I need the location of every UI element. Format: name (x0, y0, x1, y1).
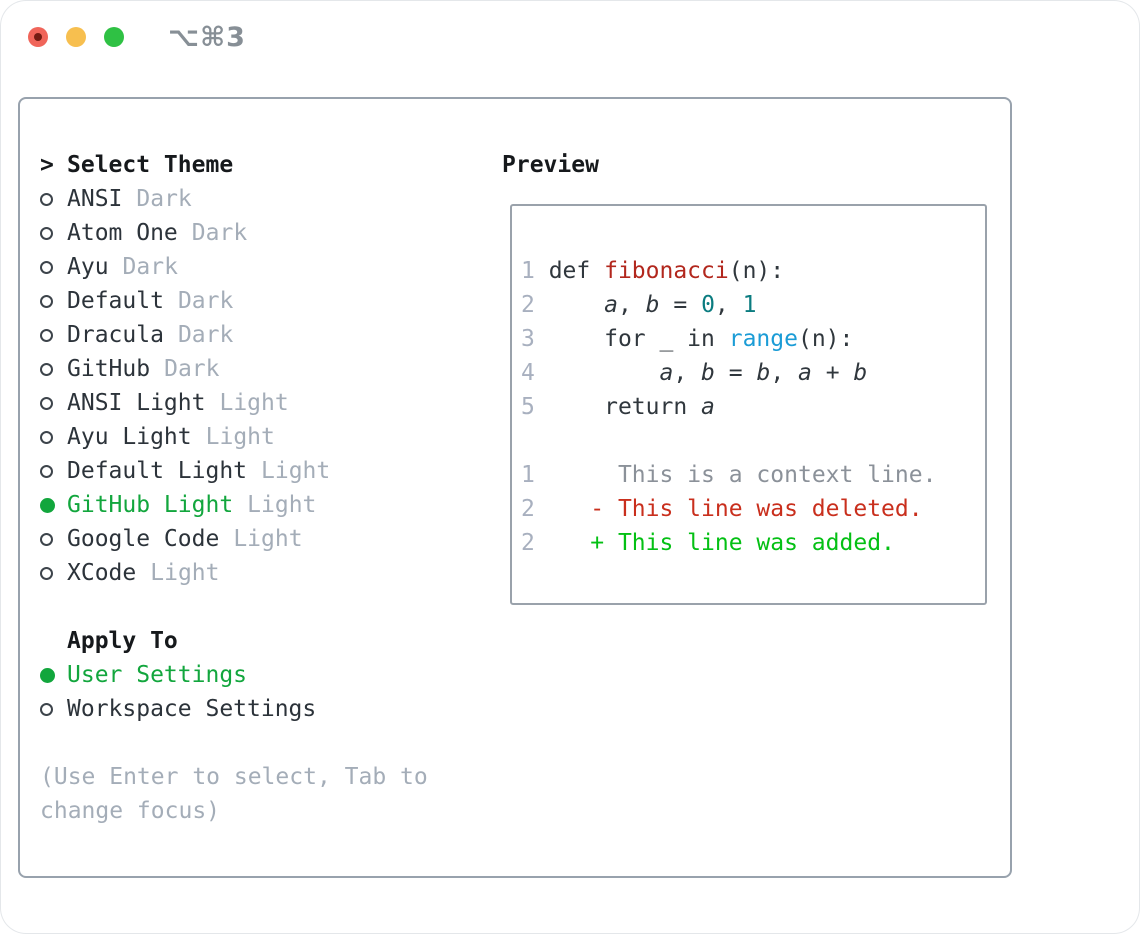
theme-option-label: Default (67, 288, 164, 314)
theme-option-label: Ayu (67, 254, 109, 280)
radio-icon (40, 566, 67, 580)
theme-option-default[interactable]: Default Dark (40, 284, 472, 318)
theme-variant-label: Dark (177, 288, 234, 314)
theme-variant-label: Dark (164, 356, 220, 382)
theme-variant-label: Light (150, 560, 220, 586)
zoom-button[interactable] (104, 27, 124, 47)
theme-option-ansi[interactable]: ANSI Dark (40, 182, 472, 216)
apply-to-label: Apply To (67, 628, 178, 654)
theme-option-ayu-light[interactable]: Ayu Light Light (40, 420, 472, 454)
window-shortcut-title: ⌥⌘3 (168, 22, 246, 53)
theme-variant-label: Light (205, 424, 275, 450)
theme-option-dracula[interactable]: Dracula Dark (40, 318, 472, 352)
apply-option-label: User Settings (67, 662, 248, 688)
theme-variant-label: Light (233, 526, 303, 552)
radio-selected-icon (40, 667, 67, 683)
theme-option-label: GitHub (67, 356, 151, 382)
preview-blank-line (521, 424, 985, 458)
theme-option-label: ANSI (67, 186, 123, 212)
theme-option-github[interactable]: GitHub Dark (40, 352, 472, 386)
preview-line: 4 a, b = b, a + b (521, 360, 868, 386)
radio-icon (40, 226, 67, 240)
theme-option-label: Default Light (67, 458, 248, 484)
select-theme-header: > Select Theme (40, 148, 472, 182)
theme-option-label: XCode (67, 560, 137, 586)
theme-option-label: ANSI Light (67, 390, 206, 416)
theme-option-atom-one[interactable]: Atom One Dark (40, 216, 472, 250)
radio-icon (40, 362, 67, 376)
apply-option-workspace-settings[interactable]: Workspace Settings (40, 692, 472, 726)
apply-option-label: Workspace Settings (67, 696, 317, 722)
radio-icon (40, 396, 67, 410)
minimize-button[interactable] (66, 27, 86, 47)
theme-variant-label: Dark (191, 220, 248, 246)
radio-icon (40, 192, 67, 206)
titlebar: ⌥⌘3 (0, 0, 1140, 75)
close-button[interactable] (28, 27, 48, 47)
radio-icon (40, 702, 67, 716)
theme-variant-label: Light (261, 458, 331, 484)
cursor-icon: > (40, 152, 54, 178)
theme-option-default-light[interactable]: Default Light Light (40, 454, 472, 488)
theme-variant-label: Light (247, 492, 317, 518)
theme-option-label: Ayu Light (67, 424, 192, 450)
radio-icon (40, 294, 67, 308)
theme-option-xcode[interactable]: XCode Light (40, 556, 472, 590)
radio-icon (40, 430, 67, 444)
radio-icon (40, 328, 67, 342)
apply-to-header: Apply To (40, 624, 472, 658)
theme-variant-label: Light (219, 390, 289, 416)
radio-icon (40, 260, 67, 274)
radio-icon (40, 464, 67, 478)
preview-line: 1 def fibonacci(n): (521, 258, 785, 284)
theme-variant-label: Dark (122, 254, 178, 280)
preview-line: 1 This is a context line. (521, 462, 937, 488)
theme-option-google-code[interactable]: Google Code Light (40, 522, 472, 556)
preview-line: 5 return a (521, 394, 715, 420)
preview-box: 1 def fibonacci(n): 2 a, b = 0, 1 3 for _ … (510, 204, 987, 605)
select-theme-label: Select Theme (67, 152, 234, 178)
preview-code: 1 def fibonacci(n): 2 a, b = 0, 1 3 for _ … (521, 254, 985, 560)
theme-option-ansi-light[interactable]: ANSI Light Light (40, 386, 472, 420)
apply-option-user-settings[interactable]: User Settings (40, 658, 472, 692)
theme-variant-label: Dark (136, 186, 192, 212)
theme-option-github-light[interactable]: GitHub Light Light (40, 488, 472, 522)
theme-option-label: Dracula (67, 322, 164, 348)
theme-option-label: Atom One (67, 220, 178, 246)
theme-option-label: Google Code (67, 526, 220, 552)
theme-option-label: GitHub Light (67, 492, 234, 518)
preview-line: 3 for _ in range(n): (521, 326, 854, 352)
radio-selected-icon (40, 497, 67, 513)
preview-line: 2 + This line was added. (521, 530, 895, 556)
theme-variant-label: Dark (177, 322, 234, 348)
preview-line: 2 - This line was deleted. (521, 496, 923, 522)
section-gap (40, 726, 472, 760)
hint-text: (Use Enter to select, Tab to change focu… (40, 764, 428, 824)
theme-option-ayu[interactable]: Ayu Dark (40, 250, 472, 284)
preview-line: 2 a, b = 0, 1 (521, 292, 757, 318)
preview-title: Preview (502, 152, 599, 178)
radio-icon (40, 532, 67, 546)
section-gap (40, 590, 472, 624)
